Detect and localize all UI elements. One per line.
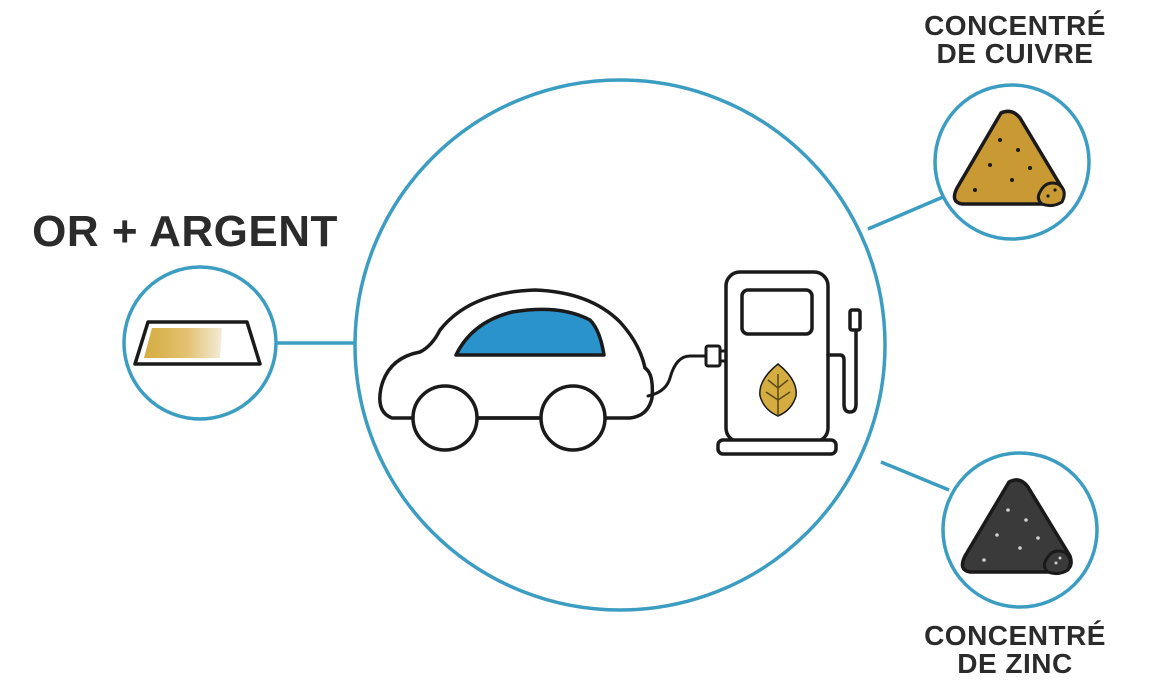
rear-wheel [541, 386, 605, 450]
copper-concentrate-node [935, 85, 1089, 239]
gold-silver-label: OR + ARGENT [0, 210, 370, 254]
zinc-concentrate-label: CONCENTRÉ DE ZINC [880, 622, 1150, 678]
zinc-label-line-1: CONCENTRÉ [880, 622, 1150, 650]
gold-bar-icon [135, 322, 260, 364]
zinc-concentrate-node [943, 453, 1097, 607]
copper-label-line-2: DE CUIVRE [880, 40, 1150, 68]
copper-label-line-1: CONCENTRÉ [880, 12, 1150, 40]
gold-silver-node [124, 267, 276, 419]
front-wheel [413, 386, 477, 450]
copper-concentrate-label: CONCENTRÉ DE CUIVRE [880, 12, 1150, 68]
zinc-label-line-2: DE ZINC [880, 650, 1150, 678]
